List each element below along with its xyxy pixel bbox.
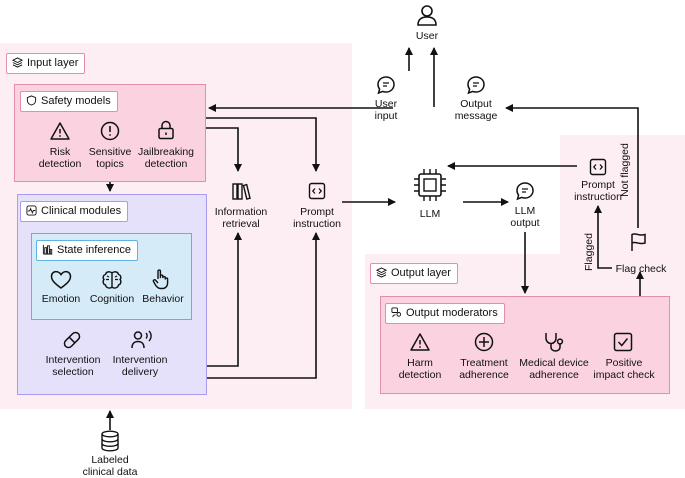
speech-bubble-icon <box>376 75 396 100</box>
code-document-icon <box>308 182 326 205</box>
flagged-edge-label: Flagged <box>583 233 595 271</box>
output-layer-tag: Output layer <box>370 263 458 284</box>
chip-icon <box>413 168 447 207</box>
speech-bubble-icon <box>466 75 486 100</box>
clinical-modules-title: Clinical modules <box>41 205 122 217</box>
pill-icon <box>61 329 83 356</box>
cognition-label: Cognition <box>89 293 135 305</box>
pulse-icon <box>26 205 37 216</box>
arrow-clinical-to-retrieval <box>207 232 242 367</box>
warning-triangle-icon <box>50 121 70 146</box>
output-layer-title: Output layer <box>391 267 451 279</box>
database-icon <box>99 430 121 457</box>
arrow-clinical-to-prompt <box>207 232 320 379</box>
clinical-modules-tag: Clinical modules <box>20 201 129 222</box>
arrow-flagged-to-prompt <box>594 205 612 269</box>
output-moderators-tag: Output moderators <box>385 303 505 324</box>
speaking-person-icon <box>131 330 153 355</box>
plus-circle-icon <box>474 332 494 357</box>
user-label: User <box>415 30 439 42</box>
speech-bubble-icon <box>515 181 535 206</box>
shield-icon <box>26 95 37 106</box>
check-square-icon <box>613 332 633 357</box>
arrow-not-flagged-to-output <box>505 104 639 228</box>
lock-icon <box>157 120 175 145</box>
input-layer-tag: Input layer <box>6 53 86 74</box>
flag-icon <box>630 232 648 257</box>
input-layer-title: Input layer <box>27 57 79 69</box>
output-layer-region-upper <box>560 135 685 255</box>
brain-icon <box>101 270 123 295</box>
moderator-icon <box>391 307 402 318</box>
safety-models-tag: Safety models <box>20 91 118 112</box>
flag-check-label: Flag check <box>615 263 667 275</box>
warning-triangle-icon <box>410 332 430 357</box>
behavior-label: Behavior <box>142 293 184 305</box>
user-icon <box>415 3 439 32</box>
stethoscope-icon <box>543 331 565 358</box>
books-icon <box>231 181 251 206</box>
exclamation-circle-icon <box>100 121 120 146</box>
state-inference-tag: State inference <box>36 240 138 261</box>
state-inference-title: State inference <box>57 244 131 256</box>
pointing-hand-icon <box>151 268 171 295</box>
layers-icon <box>12 57 23 68</box>
arrow-safety-to-retrieval <box>206 127 242 172</box>
code-document-icon <box>589 158 607 181</box>
layers-icon <box>376 267 387 278</box>
output-moderators-title: Output moderators <box>406 307 498 319</box>
emotion-label: Emotion <box>41 293 81 305</box>
not-flagged-edge-label: Not flagged <box>619 143 631 197</box>
safety-models-title: Safety models <box>41 95 111 107</box>
llm-label: LLM <box>419 208 441 220</box>
bar-chart-icon <box>42 244 53 255</box>
heart-icon <box>50 270 72 295</box>
arrow-safety-to-prompt <box>206 117 320 172</box>
